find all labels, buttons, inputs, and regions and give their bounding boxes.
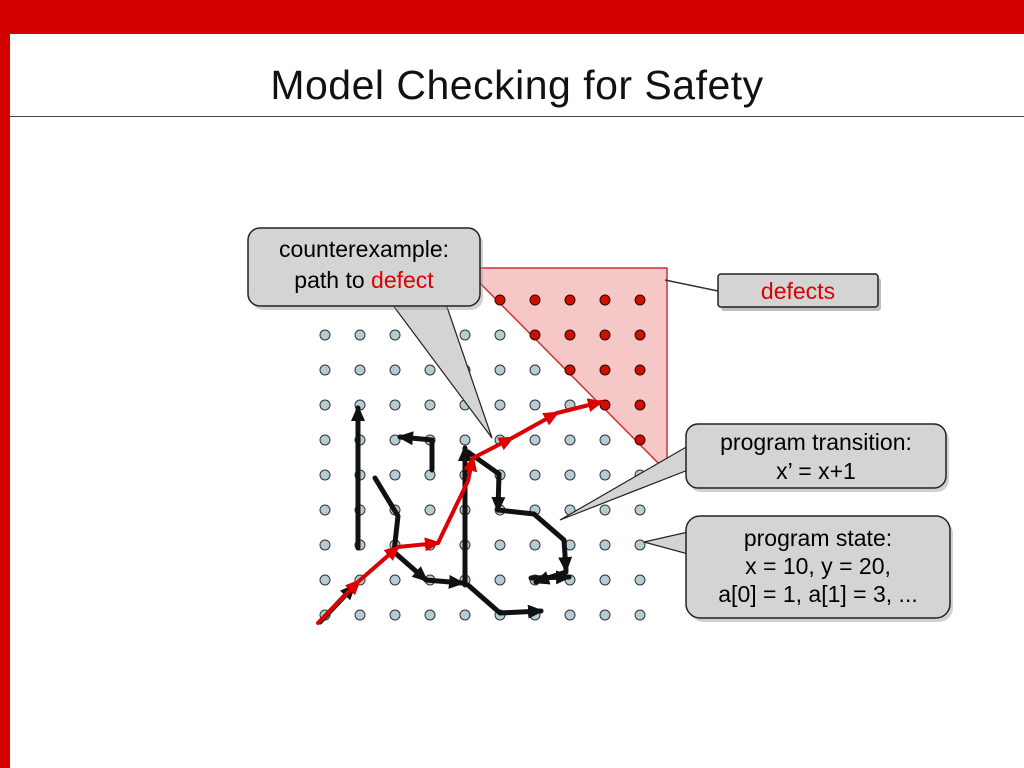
program-transition-arrow bbox=[465, 582, 544, 619]
state-dot bbox=[424, 399, 436, 411]
state-dot bbox=[634, 609, 646, 621]
state-dot bbox=[529, 364, 541, 376]
state-dot bbox=[599, 574, 611, 586]
state-dot bbox=[389, 329, 401, 341]
counterexample-path-arrow bbox=[471, 436, 515, 460]
program-transition-arrow bbox=[372, 475, 429, 583]
state-dot bbox=[319, 539, 331, 551]
defect-state-dot bbox=[634, 434, 646, 446]
slide-title: Model Checking for Safety bbox=[270, 62, 764, 108]
defect-state-dot bbox=[599, 364, 611, 376]
state-dot bbox=[354, 609, 366, 621]
state-dot bbox=[564, 469, 576, 481]
title-divider bbox=[10, 116, 1024, 117]
state-dot bbox=[319, 329, 331, 341]
state-callout-line3: a[0] = 1, a[1] = 3, ... bbox=[718, 581, 917, 607]
counterexample-callout-line2: path to defect bbox=[294, 267, 434, 293]
state-dot bbox=[459, 434, 471, 446]
defects-label: defects bbox=[761, 278, 835, 304]
defect-state-dot bbox=[634, 329, 646, 341]
state-dot bbox=[319, 364, 331, 376]
state-dot bbox=[459, 329, 471, 341]
defects-box bbox=[717, 273, 879, 308]
defect-state-dot bbox=[529, 329, 541, 341]
state-dot bbox=[599, 434, 611, 446]
state-dot bbox=[319, 574, 331, 586]
state-dot bbox=[424, 609, 436, 621]
transition-callout-line2: x’ = x+1 bbox=[776, 458, 856, 484]
counterexample-path-arrow bbox=[510, 411, 560, 440]
counterexample-callout bbox=[247, 227, 481, 307]
program-transition-arrow bbox=[423, 574, 465, 589]
counterexample-callout-line1: counterexample: bbox=[279, 236, 449, 262]
state-dot bbox=[494, 539, 506, 551]
counterexample-path-arrow bbox=[555, 398, 604, 415]
state-dot bbox=[319, 399, 331, 411]
counterexample-path-arrow bbox=[436, 455, 478, 545]
program-transition-arrow bbox=[528, 570, 572, 585]
state-dot bbox=[389, 364, 401, 376]
state-dot bbox=[494, 364, 506, 376]
defect-state-dot bbox=[634, 364, 646, 376]
counterexample-path-arrow bbox=[396, 537, 441, 552]
state-dot bbox=[529, 539, 541, 551]
transition-callout bbox=[685, 423, 947, 489]
state-dot bbox=[354, 329, 366, 341]
state-dot bbox=[564, 434, 576, 446]
state-dot bbox=[599, 504, 611, 516]
state-callout-pointer bbox=[643, 531, 689, 555]
state-dot bbox=[354, 364, 366, 376]
state-dot bbox=[424, 364, 436, 376]
defect-state-dot bbox=[564, 364, 576, 376]
state-dot bbox=[319, 434, 331, 446]
state-dot bbox=[599, 469, 611, 481]
defects-connector-line bbox=[664, 279, 719, 292]
program-transition-arrow bbox=[465, 449, 506, 513]
state-dot bbox=[634, 574, 646, 586]
state-dot bbox=[599, 539, 611, 551]
defect-state-dot bbox=[599, 294, 611, 306]
state-dot bbox=[459, 609, 471, 621]
state-dot bbox=[564, 609, 576, 621]
defect-state-dot bbox=[634, 294, 646, 306]
state-dot bbox=[389, 469, 401, 481]
state-callout bbox=[685, 515, 951, 619]
slide: Model Checking for Safety bbox=[10, 34, 1024, 768]
counterexample-callout-pointer bbox=[390, 303, 493, 439]
defect-state-dot bbox=[529, 294, 541, 306]
defect-state-dot bbox=[599, 329, 611, 341]
defect-state-dot bbox=[494, 294, 506, 306]
counterexample-path-arrow bbox=[316, 578, 362, 625]
program-transition-arrow bbox=[397, 431, 435, 473]
state-dot bbox=[389, 399, 401, 411]
state-dot bbox=[424, 504, 436, 516]
counterexample-path-arrow bbox=[357, 545, 401, 583]
transition-callout-pointer bbox=[559, 444, 689, 521]
state-dot bbox=[599, 609, 611, 621]
state-dot bbox=[494, 399, 506, 411]
state-dot bbox=[494, 329, 506, 341]
state-dot bbox=[389, 574, 401, 586]
state-callout-line1: program state: bbox=[744, 525, 892, 551]
transition-callout-line1: program transition: bbox=[720, 429, 912, 455]
state-dot bbox=[494, 574, 506, 586]
state-dot bbox=[634, 539, 646, 551]
program-transition-arrow bbox=[495, 507, 573, 573]
state-dot bbox=[389, 609, 401, 621]
transition-arrows-layer bbox=[316, 398, 604, 625]
state-callout-line2: x = 10, y = 20, bbox=[745, 553, 891, 579]
defect-state-dot bbox=[634, 399, 646, 411]
defect-state-dot bbox=[564, 329, 576, 341]
state-dot bbox=[529, 469, 541, 481]
state-dot bbox=[529, 399, 541, 411]
state-dot bbox=[529, 434, 541, 446]
state-dot bbox=[319, 504, 331, 516]
state-dot bbox=[634, 504, 646, 516]
state-dot bbox=[319, 469, 331, 481]
defect-state-dot bbox=[564, 294, 576, 306]
